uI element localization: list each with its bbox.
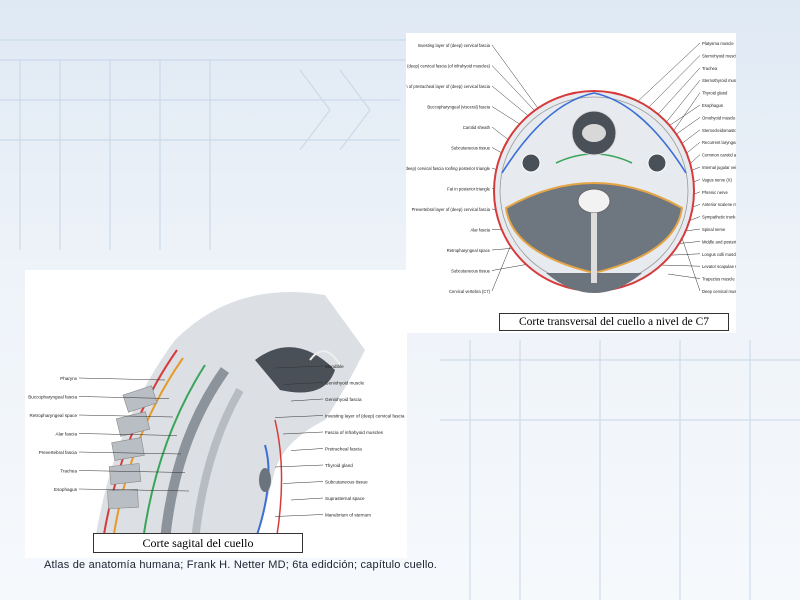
transverse-right-leader-line (635, 42, 701, 104)
transverse-right-label: Omohyoid muscle (702, 115, 736, 120)
sagittal-left-leader-line (78, 470, 186, 473)
sagittal-right-leader-line (290, 497, 324, 501)
transverse-left-label: Alar fascia (470, 228, 490, 233)
sagittal-right-label: Geniohyoid fascia (325, 397, 362, 402)
sagittal-left-label: Trachea (60, 469, 77, 474)
sagittal-left-label: Alar fascia (56, 432, 78, 437)
sagittal-left-label: Buccopharyngeal fascia (28, 395, 77, 400)
sagittal-right-label: Fascia of infrahyoid muscles (325, 430, 384, 435)
sagittal-right-leader-line (290, 448, 324, 451)
transverse-right-label: Sternothyroid muscle (702, 78, 736, 83)
sagittal-right-leader-line (282, 382, 324, 385)
transverse-left-label: Retropharyngeal space (447, 248, 491, 253)
sagittal-left-label: Prevertebral fascia (39, 450, 78, 455)
transverse-right-leader-line (651, 67, 701, 122)
sagittal-left-label: Pharynx (60, 376, 78, 381)
sagittal-left-leader-line (78, 396, 170, 399)
transverse-left-label: Prevertebral layer of (deep) cervical fa… (412, 207, 491, 212)
sagittal-left-label: Esophagus (54, 487, 78, 492)
transverse-left-label: Cervical vertebra (C7) (449, 289, 491, 294)
sagittal-right-label: Geniohyoid muscle (325, 381, 365, 386)
transverse-right-label: Platysma muscle (702, 41, 734, 46)
sagittal-left-leader-line (78, 433, 178, 436)
sagittal-right-label: Subcutaneous tissue (325, 480, 368, 485)
transverse-left-label: Visceral portion of pretracheal layer of… (406, 84, 491, 89)
transverse-right-label: Spinal nerve (702, 227, 726, 232)
transverse-left-label: Fat in posterior triangle (447, 187, 490, 192)
sagittal-right-leader-line (274, 415, 324, 418)
transverse-right-label: Vagus nerve (X) (702, 177, 733, 182)
neck-cross-section (493, 90, 695, 293)
sagittal-right-label: Investing layer of (deep) cervical fasci… (325, 414, 405, 419)
sagittal-left-label: Retropharyngeal space (30, 413, 78, 418)
sagittal-left-leader-line (78, 451, 182, 455)
transverse-right-label: Recurrent laryngeal nerve (702, 140, 736, 145)
transverse-right-leader-line (659, 264, 701, 267)
transverse-right-label: Levator scapulae muscle (702, 264, 736, 269)
sagittal-right-label: Manubrium of sternum (325, 513, 371, 518)
transverse-caption: Corte transversal del cuello a nivel de … (499, 313, 729, 331)
sagittal-right-leader-line (282, 481, 324, 484)
sagittal-left-leader-line (78, 414, 174, 418)
sagittal-right-label: Thyroid gland (325, 463, 353, 468)
transverse-right-label: Longus colli muscle (702, 252, 736, 257)
sagittal-left-leader-line (78, 377, 166, 381)
transverse-right-label: Common carotid artery (702, 153, 736, 158)
transverse-section-drawing: Investing layer of (deep) cervical fasci… (406, 41, 736, 294)
neck-sagittal-section (95, 292, 365, 541)
citation-text: Atlas de anatomía humana; Frank H. Nette… (44, 559, 438, 571)
transverse-left-label: Carotid sheath (463, 125, 491, 130)
transverse-right-label: Sternocleidomastoid muscle (702, 128, 736, 133)
sagittal-right-leader-line (282, 431, 324, 435)
transverse-right-label: Phrenic nerve (702, 190, 729, 195)
transverse-right-label: Deep cervical muscles (702, 289, 736, 294)
transverse-right-label: Sympathetic trunk (702, 215, 736, 220)
transverse-left-label: Investing layer of (deep) cervical fasci… (418, 43, 491, 48)
transverse-section-panel: Investing layer of (deep) cervical fasci… (406, 33, 736, 333)
transverse-right-leader-line (667, 273, 701, 279)
transverse-left-label: Buccopharyngeal (visceral) fascia (427, 105, 490, 110)
transverse-right-label: Internal jugular vein (702, 165, 736, 170)
transverse-right-leader-line (643, 55, 701, 113)
transverse-left-label: Muscular portion of pretracheal layer of… (406, 64, 491, 69)
sagittal-right-label: Mandible (325, 364, 344, 369)
transverse-left-label: Investing layer of (deep) cervical fasci… (406, 166, 491, 171)
transverse-right-label: Trachea (702, 66, 718, 71)
transverse-right-label: Esophagus (702, 103, 723, 108)
transverse-right-label: Trapezius muscle (702, 277, 735, 282)
sagittal-caption: Corte sagital del cuello (93, 533, 303, 553)
sagittal-right-leader-line (274, 464, 324, 468)
sagittal-right-label: Pretracheal fascia (325, 447, 362, 452)
transverse-right-label: Anterior scalene muscle (702, 202, 736, 207)
sagittal-right-leader-line (290, 398, 324, 402)
sagittal-right-leader-line (274, 514, 324, 517)
sagittal-left-leader-line (78, 488, 190, 492)
transverse-left-label: Subcutaneous tissue (451, 269, 491, 274)
transverse-left-label: Subcutaneous tissue (451, 146, 491, 151)
transverse-right-label: Sternohyoid muscle (702, 53, 736, 58)
transverse-right-label: Thyroid gland (702, 91, 728, 96)
transverse-right-label: Middle and posterior scalene muscles (702, 239, 736, 244)
sagittal-right-leader-line (274, 365, 324, 369)
sagittal-right-label: Suprasternal space (325, 496, 365, 501)
